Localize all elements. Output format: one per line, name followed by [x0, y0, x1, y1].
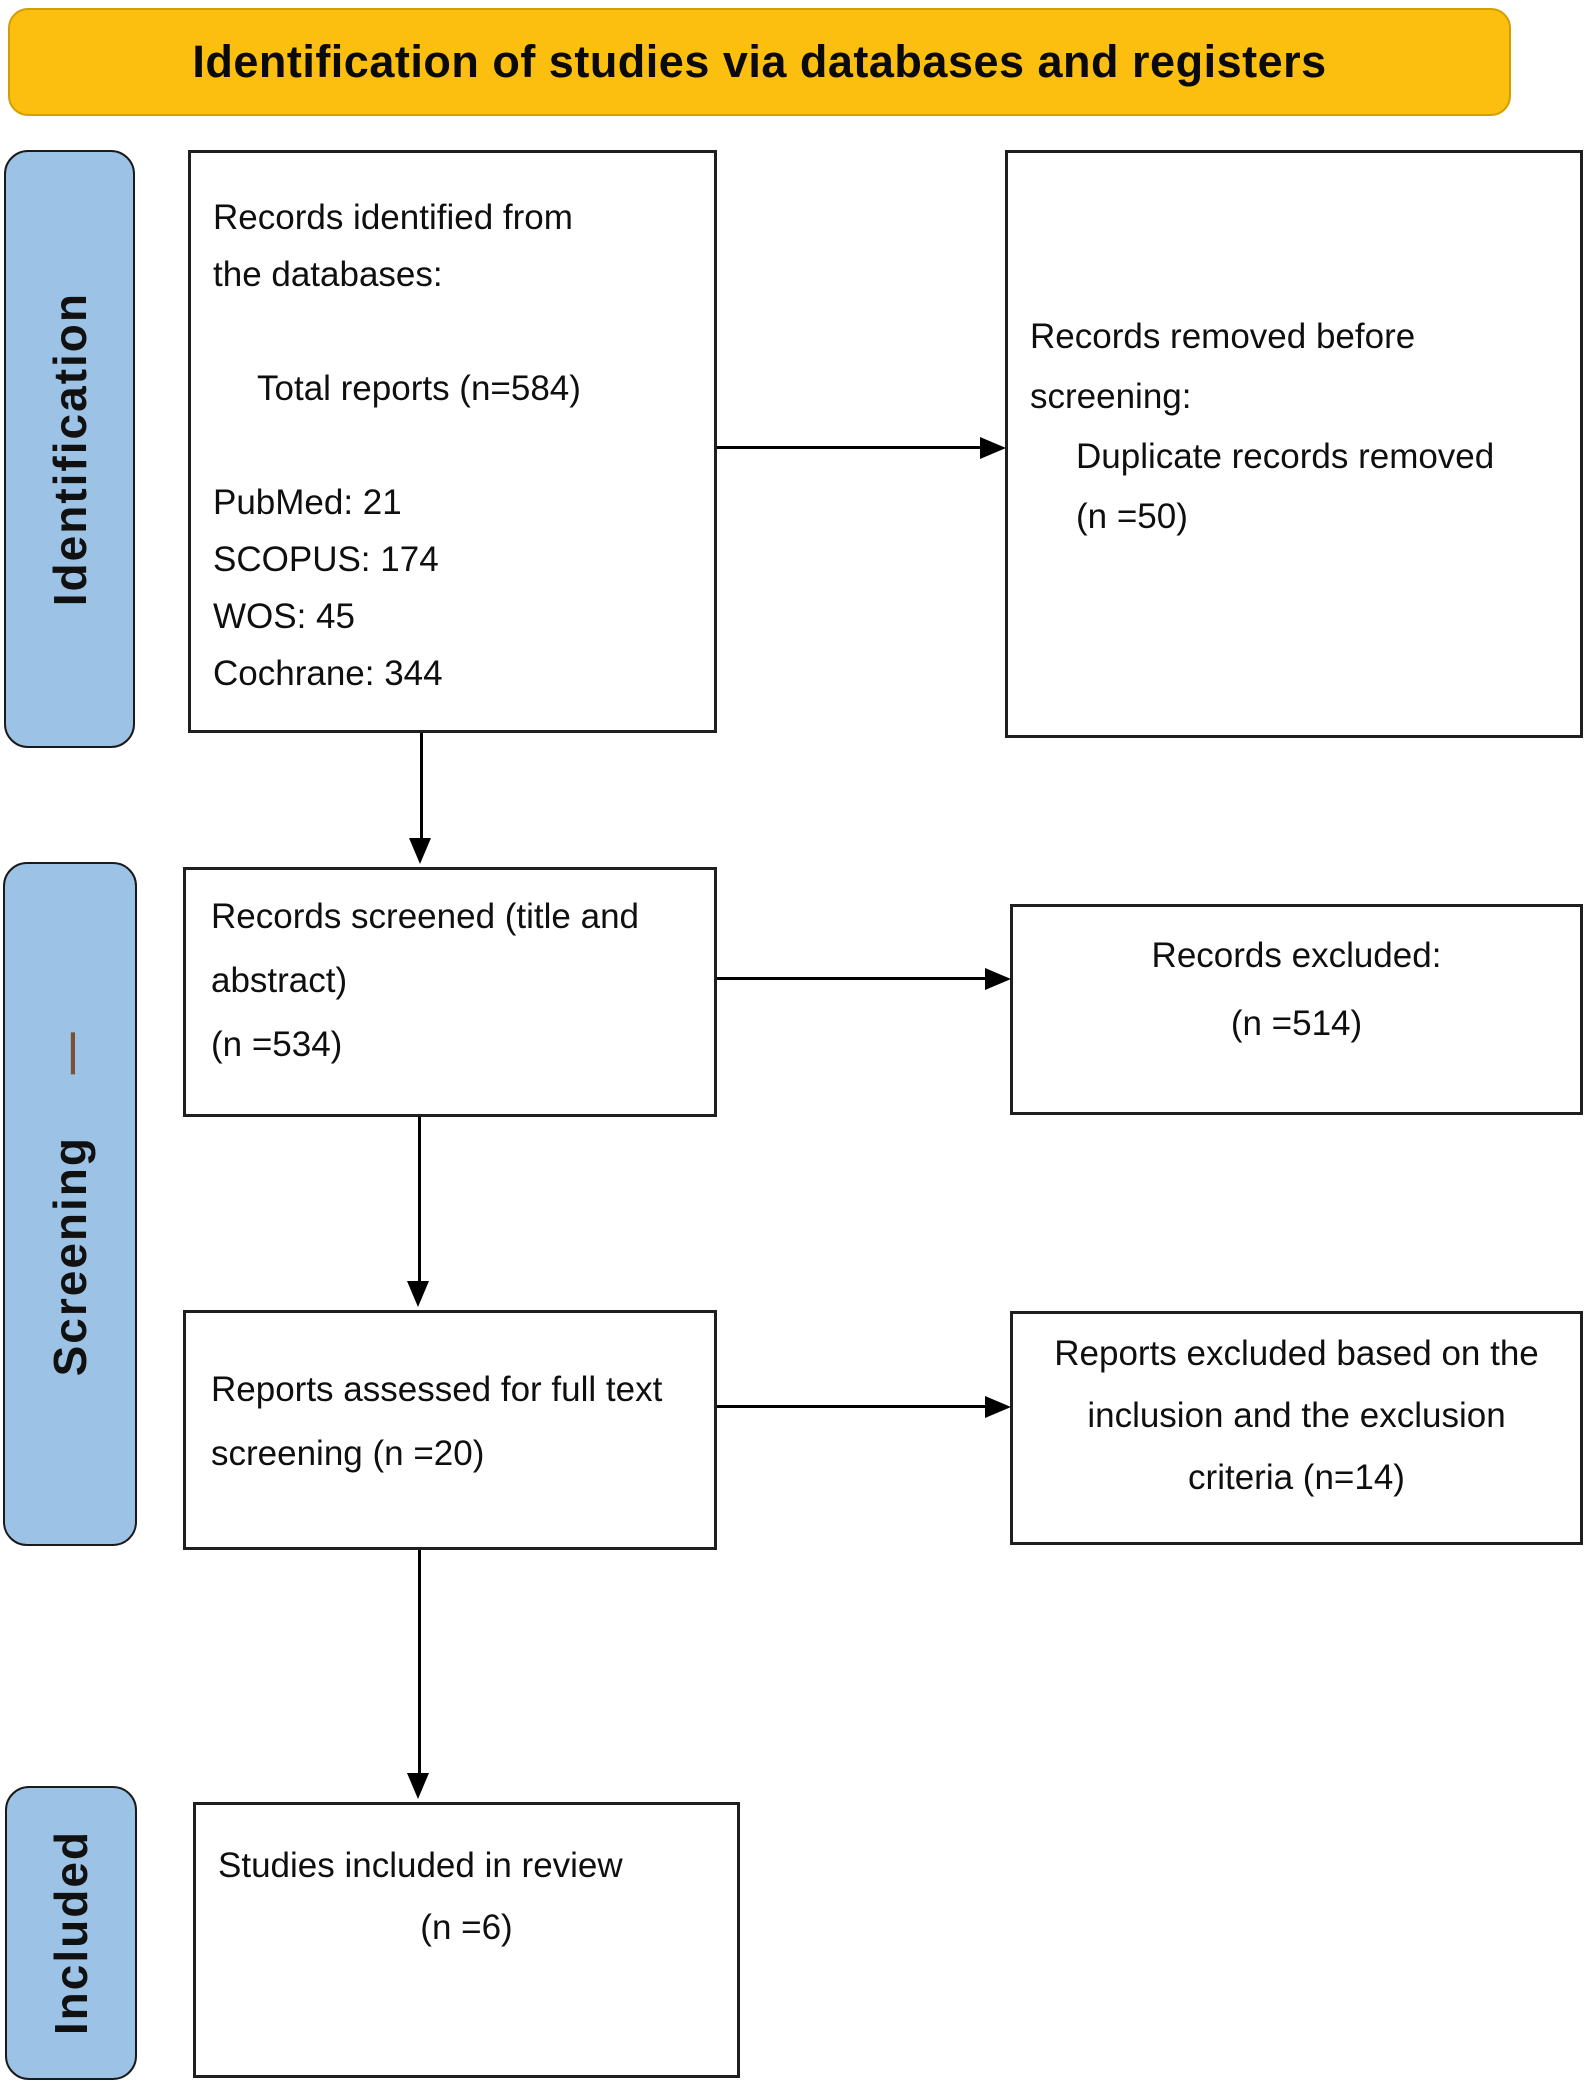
stage-label-screening: Screening — [3, 862, 137, 1546]
screening-dash-icon: — [46, 1031, 93, 1074]
box-reports-assessed: Reports assessed for full text screening… [183, 1310, 717, 1550]
box-text-line: (n =514) [1230, 1003, 1363, 1043]
box-text-line: inclusion and the exclusion [1087, 1396, 1506, 1435]
box-text-line: SCOPUS: 174 [213, 540, 439, 579]
box-text-line: Studies included in review [218, 1846, 623, 1885]
arrow-down-icon [407, 1773, 429, 1799]
box-text-line: the databases: [213, 255, 443, 294]
box-records-excluded: Records excluded: (n =514) [1010, 904, 1583, 1115]
stage-label-included-text: Included [45, 1830, 97, 2036]
arrow-screened-to-excluded-line [717, 977, 988, 980]
box-text-line: Records removed before [1030, 317, 1416, 356]
box-text-line: (n =534) [211, 1025, 343, 1064]
arrow-down-icon [407, 1281, 429, 1307]
arrow-right-icon [985, 1396, 1011, 1418]
box-text-line: Records excluded: [1151, 935, 1442, 975]
box-records-identified: Records identified from the databases: T… [188, 150, 717, 733]
box-text-line: Reports assessed for full text [211, 1370, 663, 1409]
stage-label-identification-text: Identification [43, 291, 96, 607]
box-records-screened: Records screened (title and abstract) (n… [183, 867, 717, 1117]
box-text-line: WOS: 45 [213, 597, 355, 636]
box-text-line: criteria (n=14) [1188, 1458, 1405, 1497]
arrow-identified-to-screened-line [420, 733, 423, 840]
arrow-right-icon [985, 968, 1011, 990]
box-text-line: abstract) [211, 961, 348, 1000]
box-text-line: (n =6) [420, 1908, 513, 1947]
box-text-line: Records identified from [213, 198, 573, 237]
arrow-right-icon [980, 437, 1006, 459]
box-text-line: screening: [1030, 377, 1192, 416]
stage-label-screening-text: Screening [44, 1135, 96, 1377]
box-text-line: Reports excluded based on the [1054, 1334, 1539, 1373]
box-reports-excluded-criteria: Reports excluded based on the inclusion … [1010, 1311, 1583, 1545]
box-text-line: Records screened (title and [211, 897, 639, 936]
stage-label-identification: Identification [4, 150, 135, 748]
box-text-line: (n =50) [1076, 497, 1188, 536]
arrow-assessed-to-included-line [418, 1550, 421, 1775]
stage-label-included: Included [5, 1786, 137, 2080]
box-text-line: Cochrane: 344 [213, 654, 443, 693]
arrow-screened-to-assessed-line [418, 1117, 421, 1283]
page-title: Identification of studies via databases … [192, 36, 1327, 87]
box-text-line: screening (n =20) [211, 1434, 485, 1473]
header-banner: Identification of studies via databases … [8, 8, 1511, 116]
arrow-identified-to-removed-line [717, 446, 983, 449]
box-text-line: Duplicate records removed [1076, 437, 1495, 476]
box-records-removed: Records removed before screening: Duplic… [1005, 150, 1583, 738]
box-text-line: Total reports (n=584) [257, 369, 581, 408]
box-studies-included: Studies included in review (n =6) [193, 1802, 740, 2078]
arrow-assessed-to-excluded-line [717, 1405, 988, 1408]
arrow-down-icon [409, 838, 431, 864]
box-text-line: PubMed: 21 [213, 483, 402, 522]
